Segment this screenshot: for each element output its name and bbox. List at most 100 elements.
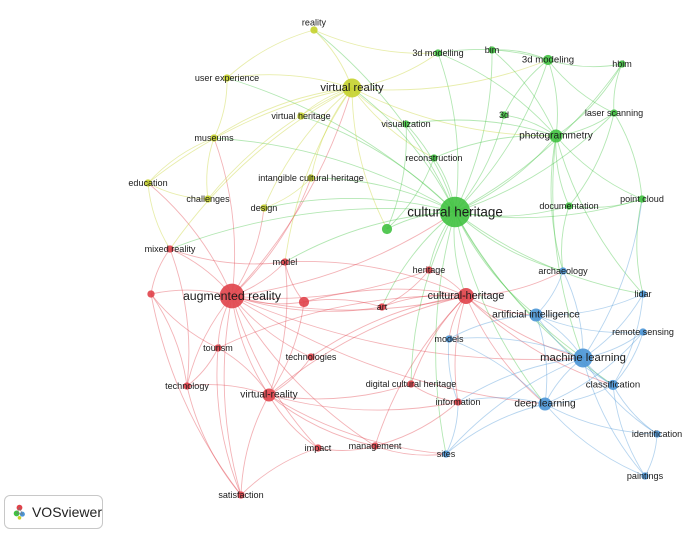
link-cultural-heritage-h-technologies xyxy=(310,295,467,358)
link-cultural-heritage-user-experience xyxy=(226,77,456,213)
node-technologies[interactable] xyxy=(307,353,315,361)
node-sites[interactable] xyxy=(442,450,450,458)
link-augmented-reality-virtual-reality-y xyxy=(231,87,353,297)
node-education[interactable] xyxy=(144,179,152,187)
link-technology-satisfaction xyxy=(186,385,242,496)
node-virtual-heritage[interactable] xyxy=(297,112,305,120)
node-label-information: information xyxy=(436,397,481,407)
node-art[interactable] xyxy=(378,303,386,311)
link-digital-ch-information xyxy=(410,383,459,403)
node-model[interactable] xyxy=(281,258,289,266)
node-augmented-reality[interactable] xyxy=(219,283,245,309)
link-documentation-laser-scanning xyxy=(568,112,615,207)
node-design[interactable] xyxy=(260,204,268,212)
node-photogrammetry[interactable] xyxy=(549,129,563,143)
link-cultural-heritage-laser-scanning xyxy=(454,112,615,213)
link-virtual-reality-y-3d-modeling xyxy=(351,59,549,91)
node-label-paintings: paintings xyxy=(627,471,664,481)
node-intangible[interactable] xyxy=(307,174,315,182)
vosviewer-logo: VOSviewer xyxy=(4,495,103,529)
link-machine-learning-paintings xyxy=(582,357,646,477)
node-cultural-heritage[interactable] xyxy=(439,196,471,228)
link-augmented-reality-management xyxy=(231,295,376,447)
link-education-mixed-reality xyxy=(147,182,171,250)
node-label-laser-scanning: laser scanning xyxy=(585,108,643,118)
node-machine-learning[interactable] xyxy=(573,348,593,368)
link-augmented-reality-cultural-heritage xyxy=(231,211,456,297)
node-label-deep-learning: deep learning xyxy=(514,399,575,410)
node-management[interactable] xyxy=(371,442,379,450)
node-3d-modelling[interactable] xyxy=(434,49,442,57)
node-label-model: model xyxy=(273,257,298,267)
node-label-virtual-reality-y: virtual reality xyxy=(320,82,384,94)
node-3d[interactable] xyxy=(500,111,508,119)
link-museums-education xyxy=(147,137,215,184)
node-label-models: models xyxy=(434,334,464,344)
link-cultural-heritage-museums xyxy=(213,137,456,213)
node-red-left[interactable] xyxy=(147,290,155,298)
node-remote-sensing[interactable] xyxy=(639,328,647,336)
link-model-red-mid xyxy=(284,261,305,303)
node-label-virtual-reality-h: virtual-reality xyxy=(240,390,298,401)
link-machine-learning-point-cloud xyxy=(582,198,643,359)
node-green-hub[interactable] xyxy=(381,223,393,235)
node-models[interactable] xyxy=(445,335,453,343)
node-museums[interactable] xyxy=(210,134,218,142)
node-cultural-heritage-h[interactable] xyxy=(458,288,474,304)
link-cultural-heritage-point-cloud xyxy=(454,198,643,219)
node-red-mid[interactable] xyxy=(298,296,310,308)
node-label-satisfaction: satisfaction xyxy=(218,490,263,500)
node-tourism[interactable] xyxy=(214,344,222,352)
node-point-cloud[interactable] xyxy=(638,195,646,203)
node-label-point-cloud: point cloud xyxy=(620,194,664,204)
link-photogrammetry-reconstruction xyxy=(433,135,557,159)
node-label-cultural-heritage: cultural heritage xyxy=(407,205,503,220)
link-photogrammetry-3d-modeling xyxy=(547,59,558,137)
node-documentation[interactable] xyxy=(565,202,573,210)
node-label-3d: 3d xyxy=(499,110,509,120)
node-archaeology[interactable] xyxy=(559,267,567,275)
node-label-museums: museums xyxy=(194,133,234,143)
node-paintings[interactable] xyxy=(641,472,649,480)
node-digital-ch[interactable] xyxy=(407,380,415,388)
node-laser-scanning[interactable] xyxy=(610,109,618,117)
link-management-sites xyxy=(374,445,447,456)
node-deep-learning[interactable] xyxy=(538,397,552,411)
node-visualization[interactable] xyxy=(402,120,410,128)
link-cultural-heritage-3d-modelling xyxy=(437,52,459,213)
node-challenges[interactable] xyxy=(204,195,212,203)
node-technology[interactable] xyxy=(183,382,191,390)
node-label-reality: reality xyxy=(302,17,327,27)
node-virtual-reality-y[interactable] xyxy=(342,78,362,98)
link-classification-lidar xyxy=(612,293,644,386)
link-cultural-heritage-deep-learning xyxy=(454,211,546,405)
link-cultural-heritage-h-art xyxy=(381,294,467,308)
node-impact[interactable] xyxy=(314,444,322,452)
link-cultural-heritage-mixed-reality xyxy=(169,207,456,250)
node-label-visualization: visualization xyxy=(381,119,430,129)
link-museums-challenges xyxy=(206,137,215,200)
node-mixed-reality[interactable] xyxy=(166,245,174,253)
node-label-intangible: intangible cultural heritage xyxy=(258,173,364,183)
node-label-digital-ch: digital cultural heritage xyxy=(366,379,457,389)
node-reconstruction[interactable] xyxy=(430,154,438,162)
node-classification[interactable] xyxy=(607,379,619,391)
node-heritage[interactable] xyxy=(425,266,433,274)
node-hbim[interactable] xyxy=(618,60,626,68)
node-reality[interactable] xyxy=(310,26,318,34)
link-ai-lidar xyxy=(535,293,644,316)
node-3d-modeling[interactable] xyxy=(542,54,554,66)
node-bim[interactable] xyxy=(488,46,496,54)
node-virtual-reality-h[interactable] xyxy=(262,388,276,402)
node-lidar[interactable] xyxy=(639,290,647,298)
link-cultural-heritage-machine-learning xyxy=(454,211,584,359)
node-satisfaction[interactable] xyxy=(237,491,245,499)
link-photogrammetry-machine-learning xyxy=(552,135,584,359)
node-identification[interactable] xyxy=(653,430,661,438)
node-ai[interactable] xyxy=(529,308,543,322)
link-virtual-reality-h-impact xyxy=(268,394,319,449)
link-layer xyxy=(147,29,658,496)
node-user-experience[interactable] xyxy=(223,74,231,82)
node-information[interactable] xyxy=(454,398,462,406)
node-label-ai: artificial intelligence xyxy=(492,310,580,321)
